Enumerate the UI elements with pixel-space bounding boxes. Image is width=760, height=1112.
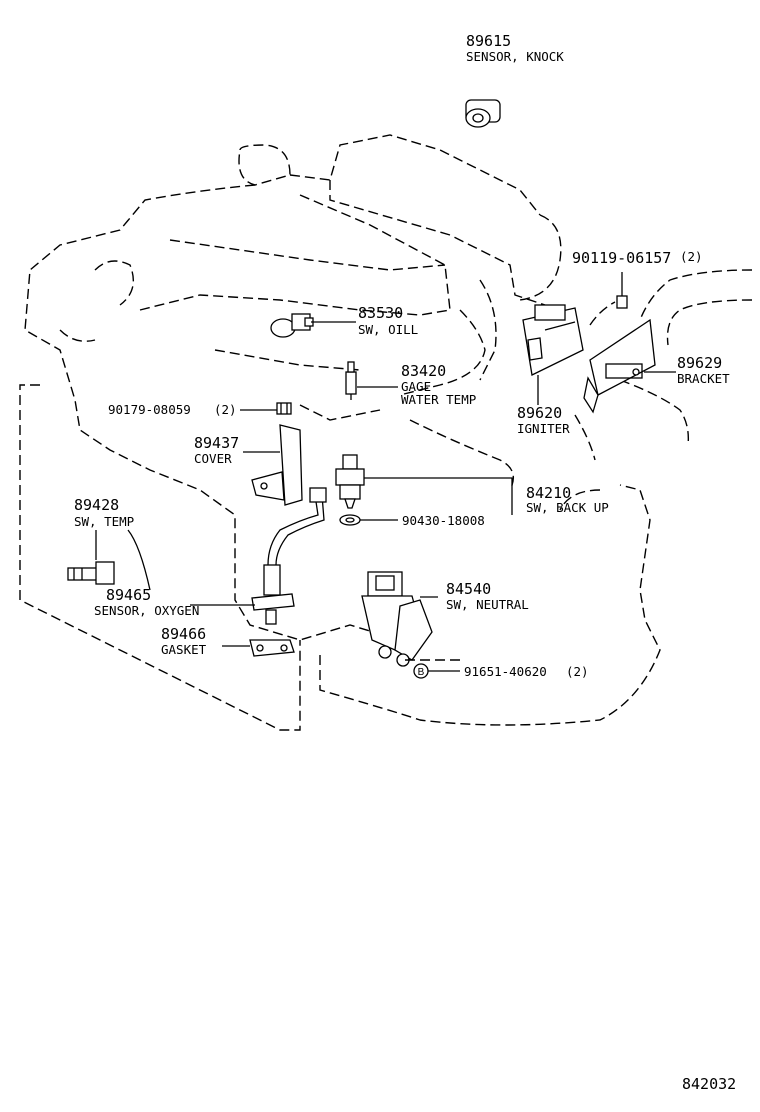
nut-cover-icon [276,402,292,415]
nut-cover-qty: (2) [214,402,237,417]
oil-switch-number: 83530 [358,304,404,322]
bolt-upper-right-number: 90119-06157 [572,249,672,267]
water-temp-gage-number: 83420 [401,362,447,380]
bolt-neutral-marker: B [413,663,429,679]
backup-gasket-number: 90430-18008 [402,513,485,528]
leader-lines [95,272,676,672]
backup-gasket-icon [339,514,361,526]
nut-cover-number: 90179-08059 [108,402,191,417]
water-temp-gage-icon [345,361,357,400]
bolt-neutral-number: 91651-40620 [464,664,547,679]
oxygen-sensor-name: SENSOR, OXYGEN [94,603,200,618]
oxygen-gasket-icon [249,639,295,657]
diagram-code: 842032 [682,1075,737,1093]
temp-switch-icon [67,561,115,585]
bolt-neutral-qty: (2) [566,664,589,679]
cover-icon [251,424,303,506]
igniter-icon [522,304,584,376]
oxygen-sensor-number: 89465 [106,586,152,604]
bolt-neutral-marker-text: B [418,667,425,678]
backup-switch-name: SW, BACK UP [526,500,609,515]
neutral-switch-name: SW, NEUTRAL [446,597,529,612]
igniter-name: IGNITER [517,421,570,436]
cover-name: COVER [194,451,232,466]
water-temp-gage-name-line2: WATER TEMP [401,392,477,407]
bracket-number: 89629 [677,354,723,372]
bracket-name: BRACKET [677,371,730,386]
backup-switch-number: 84210 [526,484,572,502]
cover-number: 89437 [194,434,240,452]
bolt-upper-right-icon [616,286,628,309]
igniter-number: 89620 [517,404,563,422]
oil-switch-icon [270,313,314,338]
backup-switch-icon [335,454,365,509]
neutral-switch-icon [361,571,433,667]
knock-sensor-name: SENSOR, KNOCK [466,49,564,64]
bolt-upper-right-qty: (2) [680,249,703,264]
oxygen-sensor-icon [251,487,327,625]
oxygen-gasket-number: 89466 [161,625,207,643]
water-temp-gage-name-line1: GAGE [401,379,432,394]
knock-sensor-icon [465,99,501,128]
knock-sensor-number: 89615 [466,32,512,50]
temp-switch-name: SW, TEMP [74,514,135,529]
oil-switch-name: SW, OILL [358,322,419,337]
bracket-icon [583,318,656,414]
neutral-switch-number: 84540 [446,580,492,598]
oxygen-gasket-name: GASKET [161,642,207,657]
temp-switch-number: 89428 [74,496,120,514]
engine-outline [19,134,753,731]
